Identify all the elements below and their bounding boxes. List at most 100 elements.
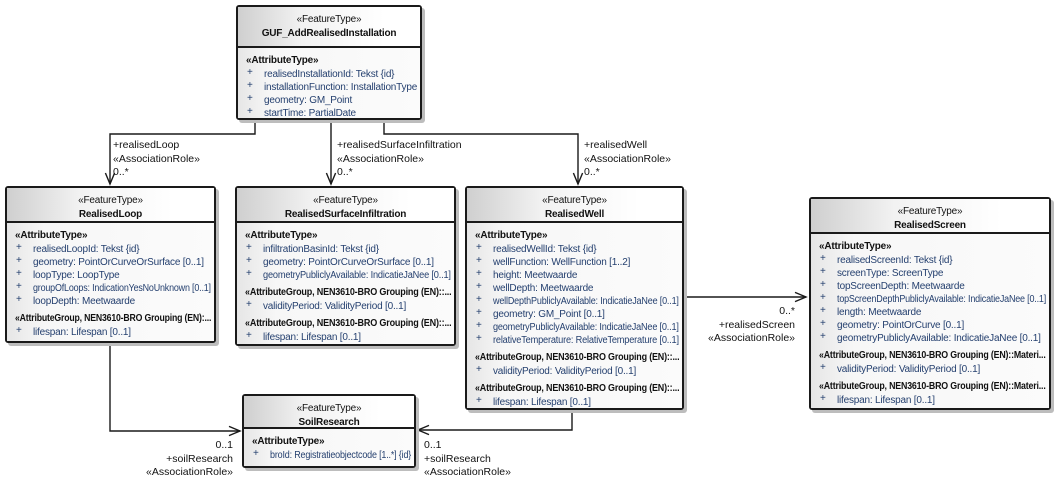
stereotype-heading-row: «AttributeType» — [238, 51, 420, 66]
attribute-text: geometry: PointOrCurveOrSurface [0..1] — [263, 257, 434, 268]
heading-text: «AttributeType» — [246, 55, 319, 66]
attribute-row: +geometry: GM_Point — [238, 92, 420, 106]
visibility-marker: + — [476, 364, 482, 375]
attribute-row: + wellFunction: WellFunction [1..2] — [467, 254, 682, 268]
attribute-text: screenType: ScreenType — [837, 268, 944, 279]
visibility-marker: + — [246, 242, 252, 253]
class-name: RealisedSurfaceInfiltration — [284, 209, 407, 220]
attribute-row: +groupOfLoops: IndicationYesNoUnknown [0… — [7, 280, 214, 294]
label-line: 0..1 — [424, 439, 442, 451]
class-guf-addrealisedinstallation[interactable]: «FeatureType» GUF_AddRealisedInstallation… — [236, 5, 422, 120]
attribute-row: +wellDepth: Meetwaarde — [467, 280, 682, 294]
attribute-row: +lifespan: Lifespan [0..1] — [237, 329, 454, 343]
visibility-marker: + — [16, 281, 22, 292]
visibility-marker: + — [16, 325, 22, 336]
attribute-text: relativeTemperature: RelativeTemperature… — [493, 335, 679, 346]
stereotype-heading-row: «AttributeGroup, NEN3610-BRO Grouping (E… — [811, 377, 1049, 392]
label-line: 0..* — [113, 166, 129, 178]
label-line: +soilResearch — [166, 452, 233, 465]
attribute-row: + installationFunction: InstallationType — [238, 79, 420, 93]
class-title-compartment: «FeatureType» RealisedSurfaceInfiltration — [237, 188, 454, 223]
class-realisedwell[interactable]: «FeatureType»RealisedWell «AttributeType»… — [465, 186, 684, 410]
stereotype-heading-row: «AttributeGroup, NEN3610-BRO Grouping (E… — [811, 346, 1049, 361]
attribute-row: +broId: Registratieobjectcode [1..*] {id… — [244, 447, 414, 461]
class-name: RealisedLoop — [78, 209, 143, 220]
attribute-row: +loopType: LoopType — [7, 267, 214, 281]
heading-text: «AttributeType» — [245, 230, 318, 241]
label-line: +realisedWell — [584, 139, 648, 151]
attribute-text: realisedLoopId: Tekst {id} — [33, 244, 140, 255]
visibility-marker: + — [246, 299, 252, 310]
visibility-marker: + — [820, 279, 826, 290]
attribute-text: lifespan: Lifespan [0..1] — [263, 332, 361, 343]
visibility-marker: + — [247, 80, 253, 91]
attribute-text: topScreenDepthPubliclyAvailable: Indicat… — [837, 294, 1046, 305]
visibility-marker: + — [476, 255, 482, 266]
class-attribute-compartment: «AttributeType»+infiltrationBasinId: Tek… — [237, 223, 454, 344]
visibility-marker: + — [476, 268, 482, 279]
attribute-text: validityPeriod: ValidityPeriod [0..1] — [837, 364, 981, 375]
class-attribute-compartment: «AttributeType»+broId: Registratieobject… — [244, 429, 414, 466]
attribute-row: +validityPeriod: ValidityPeriod [0..1] — [237, 298, 454, 312]
class-realisedscreen[interactable]: «FeatureType»RealisedScreen«AttributeTyp… — [809, 197, 1051, 410]
heading-text: «AttributeType» — [15, 230, 88, 241]
class-realisedsurfaceinfiltration[interactable]: «FeatureType» RealisedSurfaceInfiltration… — [235, 186, 456, 346]
attribute-row: + screenType: ScreenType — [811, 265, 1049, 279]
label-line: 0..1 — [215, 439, 233, 451]
class-stereotype-line: «FeatureType» — [7, 192, 214, 206]
attribute-row: +length: Meetwaarde — [811, 304, 1049, 318]
class-soilresearch[interactable]: «FeatureType»SoilResearch«AttributeType»… — [242, 394, 416, 468]
visibility-marker: + — [247, 67, 253, 78]
attribute-row: + relativeTemperature: RelativeTemperatur… — [467, 332, 682, 346]
heading-text: «AttributeType» — [475, 230, 548, 241]
class-stereotype: «FeatureType» — [897, 206, 963, 217]
class-attribute-compartment: «AttributeType» + realisedScreenId: Tekst … — [811, 234, 1049, 408]
attribute-text: installationFunction: InstallationType — [264, 82, 417, 93]
class-title-compartment: «FeatureType» GUF_AddRealisedInstallation — [238, 7, 420, 48]
stereotype-heading-row: «AttributeGroup, NEN3610-BRO Grouping (E… — [237, 314, 454, 329]
stereotype-heading-row: «AttributeGroup, NEN3610-BRO Grouping (E… — [467, 379, 682, 394]
class-title-compartment: «FeatureType» RealisedLoop — [7, 188, 214, 223]
label-line: «AssociationRole» — [424, 466, 511, 478]
class-name: GUF_AddRealisedInstallation — [261, 28, 397, 39]
class-stereotype-line: «FeatureType» — [244, 400, 414, 414]
visibility-marker: + — [16, 242, 22, 253]
attribute-text: geometry: GM_Point [0..1] — [493, 309, 605, 320]
visibility-marker: + — [820, 292, 826, 303]
attribute-row: +geometry: PointOrCurve [0..1] — [811, 317, 1049, 331]
heading-text: «AttributeGroup, NEN3610-BRO Grouping (E… — [245, 287, 451, 298]
attribute-text: wellFunction: WellFunction [1..2] — [493, 257, 631, 268]
label-line: «AssociationRole» — [337, 152, 424, 165]
class-name-line: SoilResearch — [244, 414, 414, 428]
heading-text: «AttributeGroup, NEN3610-BRO Grouping (E… — [475, 383, 679, 394]
visibility-marker: + — [253, 448, 259, 459]
class-name-line: RealisedSurfaceInfiltration — [237, 206, 454, 220]
visibility-marker: + — [820, 393, 826, 404]
attribute-row: + topScreenDepthPubliclyAvailable: Indica… — [811, 291, 1049, 305]
attribute-text: realisedWellId: Tekst {id} — [493, 244, 597, 255]
stereotype-heading-row: «AttributeType» — [811, 237, 1049, 252]
visibility-marker: + — [476, 333, 482, 344]
class-stereotype-line: «FeatureType» — [238, 11, 420, 25]
class-stereotype: «FeatureType» — [296, 403, 362, 414]
visibility-marker: + — [476, 294, 482, 305]
attribute-text: loopDepth: Meetwaarde — [33, 296, 135, 307]
heading-text: «AttributeGroup, NEN3610-BRO Grouping (E… — [15, 313, 211, 324]
class-stereotype-line: «FeatureType» — [237, 192, 454, 206]
visibility-marker: + — [820, 318, 826, 329]
attribute-text: realisedInstallationId: Tekst {id} — [264, 69, 395, 80]
attribute-text: realisedScreenId: Tekst {id} — [837, 255, 953, 266]
label-line: «AssociationRole» — [146, 466, 233, 478]
attribute-row: +validityPeriod: ValidityPeriod [0..1] — [811, 361, 1049, 375]
visibility-marker: + — [476, 242, 482, 253]
attribute-row: +startTime: PartialDate — [238, 105, 420, 118]
open-arrowhead — [228, 425, 242, 437]
class-realisedloop[interactable]: «FeatureType» RealisedLoop «AttributeType»… — [5, 186, 216, 343]
attribute-text: wellDepthPubliclyAvailable: IndicatieJaN… — [493, 296, 679, 307]
heading-text: «AttributeGroup, NEN3610-BRO Grouping (E… — [819, 381, 1046, 392]
visibility-marker: + — [820, 266, 826, 277]
class-title-compartment: «FeatureType»SoilResearch — [244, 396, 414, 429]
open-arrowhead — [572, 172, 584, 186]
class-title-compartment: «FeatureType»RealisedWell — [467, 188, 682, 223]
association-realisedwell-to-soilresearch — [418, 410, 573, 431]
